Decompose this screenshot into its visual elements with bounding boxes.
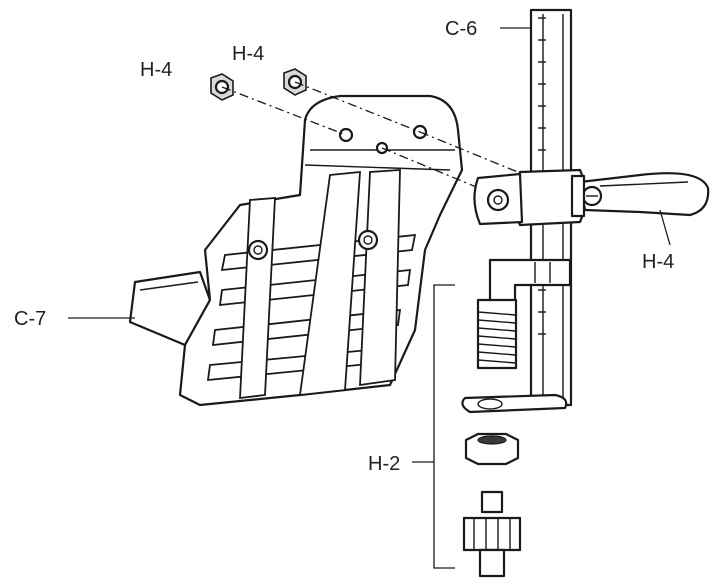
label-c6: C-6 (445, 18, 477, 40)
lower-bracket (461, 258, 572, 414)
label-h4-mid: H-4 (232, 43, 264, 65)
h2-group-bracket (433, 284, 455, 569)
seat-c7 (128, 94, 464, 407)
assembly-axis-left (221, 86, 347, 136)
assembly-axis-clamp (381, 147, 499, 197)
clamp-h4 (473, 168, 710, 227)
label-h2: H-2 (368, 453, 400, 475)
label-h4-left: H-4 (140, 59, 172, 81)
leader-h4-right (659, 209, 671, 246)
thread-lines (477, 311, 517, 364)
label-c7: C-7 (14, 308, 46, 330)
label-h4-right: H-4 (642, 251, 674, 273)
assembly-axis-mid (294, 81, 421, 133)
rod-scale-ticks (538, 17, 546, 335)
fitting-h2 (462, 298, 522, 578)
